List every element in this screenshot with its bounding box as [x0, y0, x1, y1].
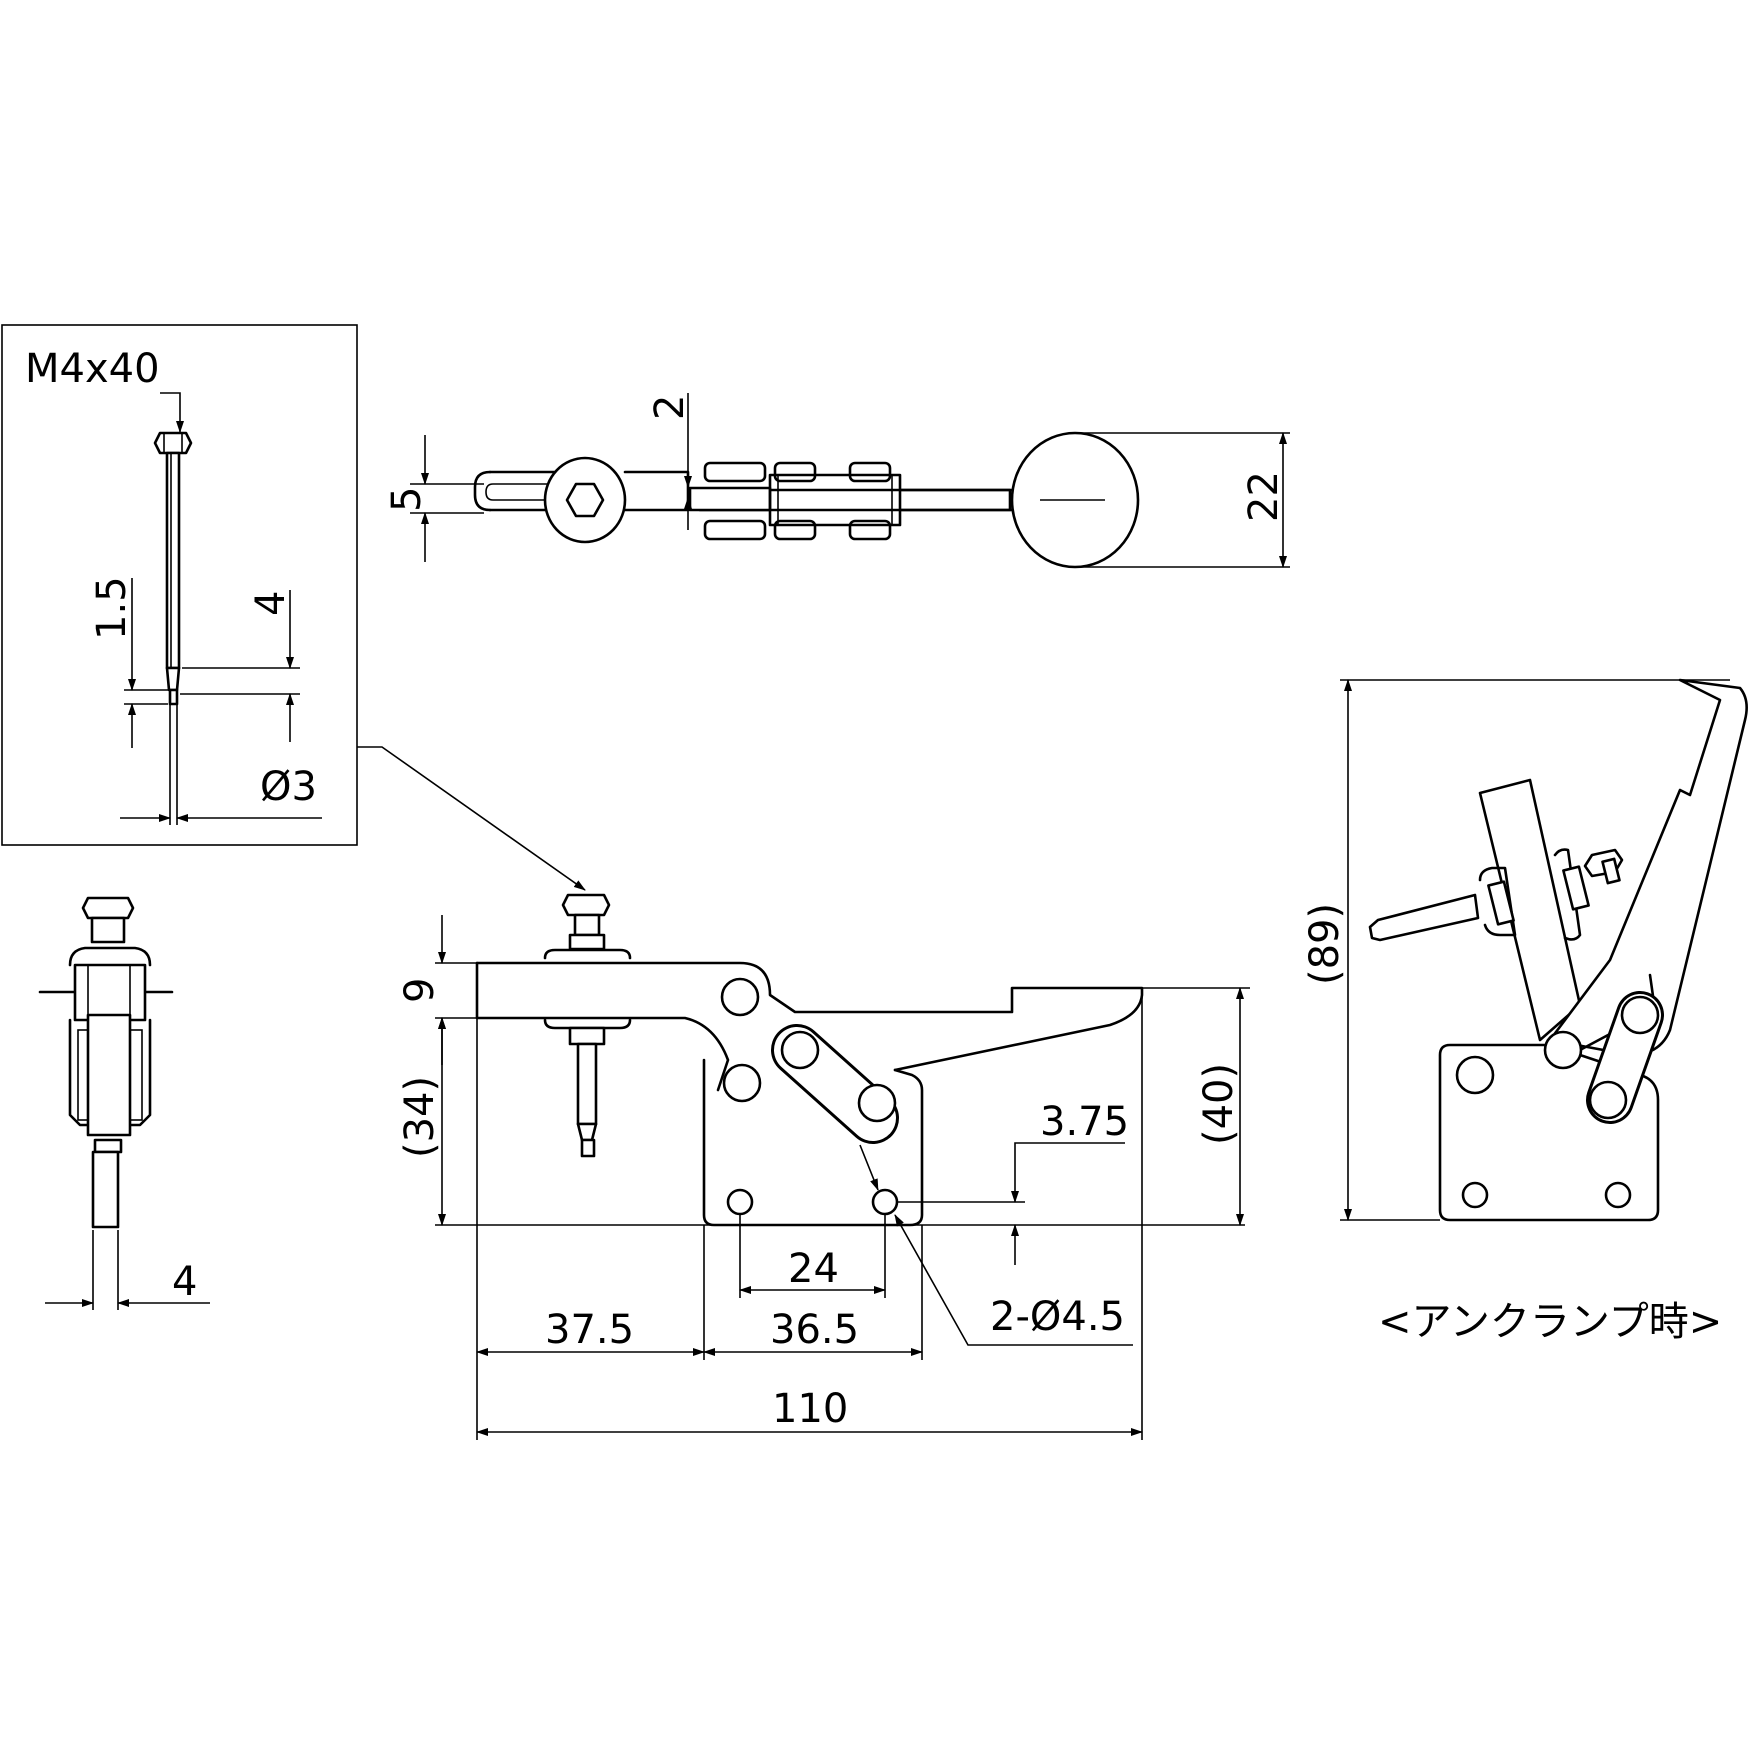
- dim-offset: 2: [647, 395, 693, 420]
- pivot-3: [780, 1030, 820, 1070]
- dim-holes: 2-Ø4.5: [990, 1294, 1125, 1340]
- dim-tip-diameter: Ø3: [260, 764, 317, 810]
- dim-base-length: 36.5: [770, 1307, 859, 1353]
- detail-frame: [1, 324, 358, 846]
- detail-leader: [357, 746, 586, 891]
- dim-total-length: 110: [772, 1386, 848, 1432]
- dim-arm-height: (34): [397, 1076, 443, 1158]
- mount-hole-1: [726, 1188, 754, 1216]
- detail-box: M4x40 1.5 4 Ø3: [1, 324, 358, 846]
- front-view: 4: [38, 896, 210, 1310]
- dim-hole-offset: 3.75: [1040, 1099, 1129, 1145]
- dim-width: 4: [172, 1259, 197, 1305]
- dim-tip-length: 1.5: [89, 576, 135, 640]
- dim-knob: 22: [1241, 471, 1287, 522]
- dim-total-height: (40): [1196, 1063, 1242, 1145]
- pivot-1: [720, 977, 760, 1017]
- base-plate: [702, 1058, 924, 1227]
- side-view: 9 (34) (40) 3.75 24 2-Ø4.5 37.5: [397, 893, 1250, 1440]
- dim-height: (89): [1302, 903, 1348, 985]
- dim-taper-length: 4: [248, 591, 294, 616]
- unclamped-handle: [1548, 678, 1748, 1057]
- hex-nut-icon: [565, 482, 605, 518]
- dim-slot: 5: [384, 487, 430, 512]
- top-view: 5 2 22: [384, 393, 1290, 569]
- bolt-label: M4x40: [25, 346, 160, 392]
- front-hex-icon: [81, 896, 135, 920]
- unclamped-caption: <アンクランプ時>: [1378, 1299, 1722, 1345]
- unclamped-base: [1438, 1043, 1660, 1222]
- pivot-2: [722, 1063, 762, 1103]
- clamp-arm: [475, 961, 1144, 1072]
- unclamped-view: (89) <アンクランプ時>: [1302, 678, 1748, 1345]
- dim-arm-thickness: 9: [397, 978, 443, 1003]
- mount-hole-2: [871, 1188, 899, 1216]
- pivot-4: [857, 1083, 897, 1123]
- dim-arm-length: 37.5: [545, 1307, 634, 1353]
- dim-hole-pitch: 24: [788, 1246, 839, 1292]
- bolt-detail: [153, 431, 193, 706]
